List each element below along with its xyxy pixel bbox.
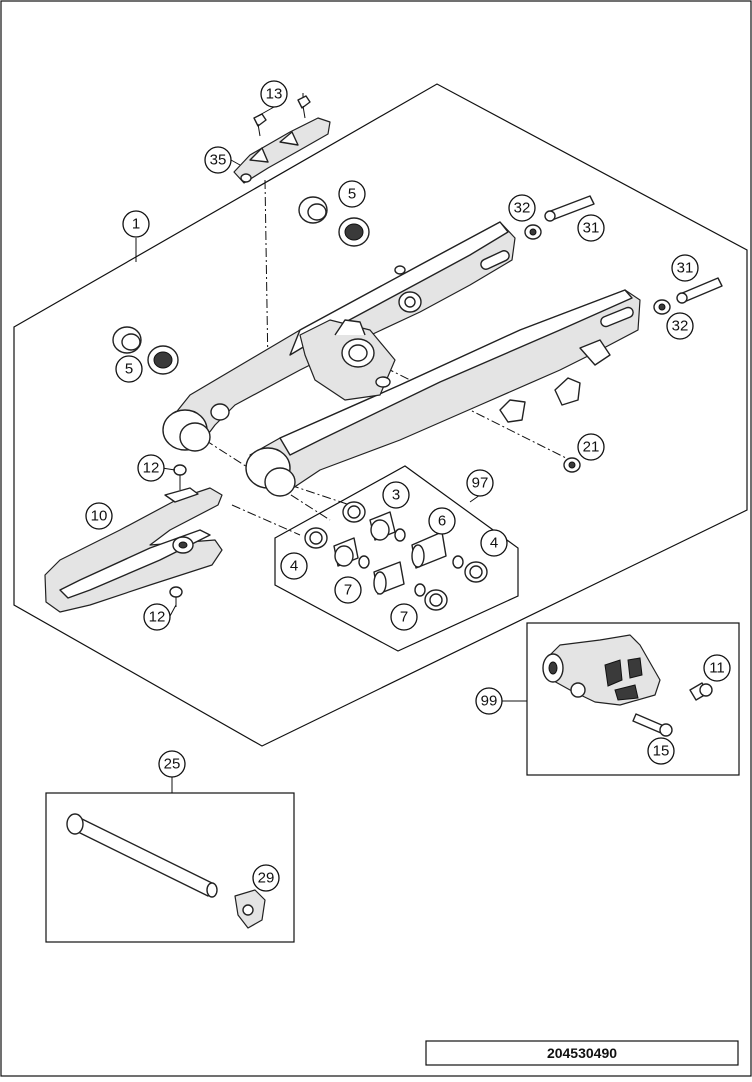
- callout-12-top: 12: [137, 454, 165, 482]
- callout-31-right: 31: [671, 254, 699, 282]
- drawing-number-box: [425, 1040, 739, 1066]
- callout-5-top: 5: [338, 180, 366, 208]
- callout-11: 11: [703, 654, 731, 682]
- svg-text:31: 31: [677, 260, 694, 277]
- callout-32-right: 32: [666, 312, 694, 340]
- chain-slider-illustration: [44, 487, 223, 613]
- svg-text:4: 4: [290, 558, 298, 575]
- callout-5-left: 5: [115, 355, 143, 383]
- svg-text:32: 32: [672, 318, 689, 335]
- bearing-kit-illustration: [304, 501, 488, 611]
- callout-3: 3: [382, 481, 410, 509]
- svg-text:31: 31: [583, 220, 600, 237]
- svg-text:1: 1: [132, 216, 140, 233]
- callout-1: 1: [122, 210, 150, 238]
- screws-illustration: [169, 464, 187, 607]
- callout-10: 10: [85, 502, 113, 530]
- svg-text:7: 7: [344, 582, 352, 599]
- svg-text:3: 3: [392, 487, 400, 504]
- callout-31-top: 31: [577, 214, 605, 242]
- alignment-line-chain-slider: [264, 179, 269, 371]
- callout-97: 97: [466, 469, 494, 497]
- svg-text:6: 6: [438, 513, 446, 530]
- callout-21: 21: [577, 433, 605, 461]
- svg-text:15: 15: [653, 743, 670, 760]
- callout-29: 29: [252, 864, 280, 892]
- callout-7-right: 7: [390, 603, 418, 631]
- svg-text:5: 5: [348, 186, 356, 203]
- callout-99: 99: [475, 687, 503, 715]
- callout-13: 13: [260, 80, 288, 108]
- axle-frame: [45, 792, 295, 943]
- svg-text:13: 13: [266, 86, 283, 103]
- callout-32-top: 32: [508, 194, 536, 222]
- svg-text:7: 7: [400, 609, 408, 626]
- bolts-nuts-illustration: [524, 195, 723, 473]
- svg-text:5: 5: [125, 361, 133, 378]
- alignment-line-slider: [231, 504, 301, 536]
- caps-illustration: [112, 196, 370, 375]
- svg-text:97: 97: [472, 475, 489, 492]
- svg-text:35: 35: [210, 152, 227, 169]
- svg-text:10: 10: [91, 508, 108, 525]
- svg-text:4: 4: [490, 535, 498, 552]
- bearing-kit-frame: [274, 465, 519, 652]
- svg-text:12: 12: [143, 460, 160, 477]
- callout-4-left: 4: [280, 552, 308, 580]
- callout-7-left: 7: [334, 576, 362, 604]
- svg-text:12: 12: [149, 609, 166, 626]
- svg-text:25: 25: [164, 756, 181, 773]
- callout-35: 35: [204, 146, 232, 174]
- svg-text:11: 11: [709, 660, 725, 677]
- chain-guide-illustration: [542, 634, 713, 737]
- svg-text:21: 21: [583, 439, 600, 456]
- axle-illustration: [66, 813, 266, 929]
- callout-12-bottom: 12: [143, 603, 171, 631]
- callout-25: 25: [158, 750, 186, 778]
- guard-illustration: [233, 95, 331, 184]
- swingarm-group-frame: [13, 83, 748, 747]
- alignment-line-nut: [369, 359, 571, 461]
- svg-text:32: 32: [514, 200, 531, 217]
- chain-guide-frame: [526, 622, 740, 776]
- callout-15: 15: [647, 737, 675, 765]
- swingarm-illustration: [162, 221, 641, 497]
- svg-text:29: 29: [258, 870, 275, 887]
- svg-text:99: 99: [481, 693, 498, 710]
- drawing-number: 204530490: [547, 1045, 617, 1061]
- callout-4-right: 4: [480, 529, 508, 557]
- alignment-line-bearing-right: [289, 484, 351, 506]
- callout-6: 6: [428, 507, 456, 535]
